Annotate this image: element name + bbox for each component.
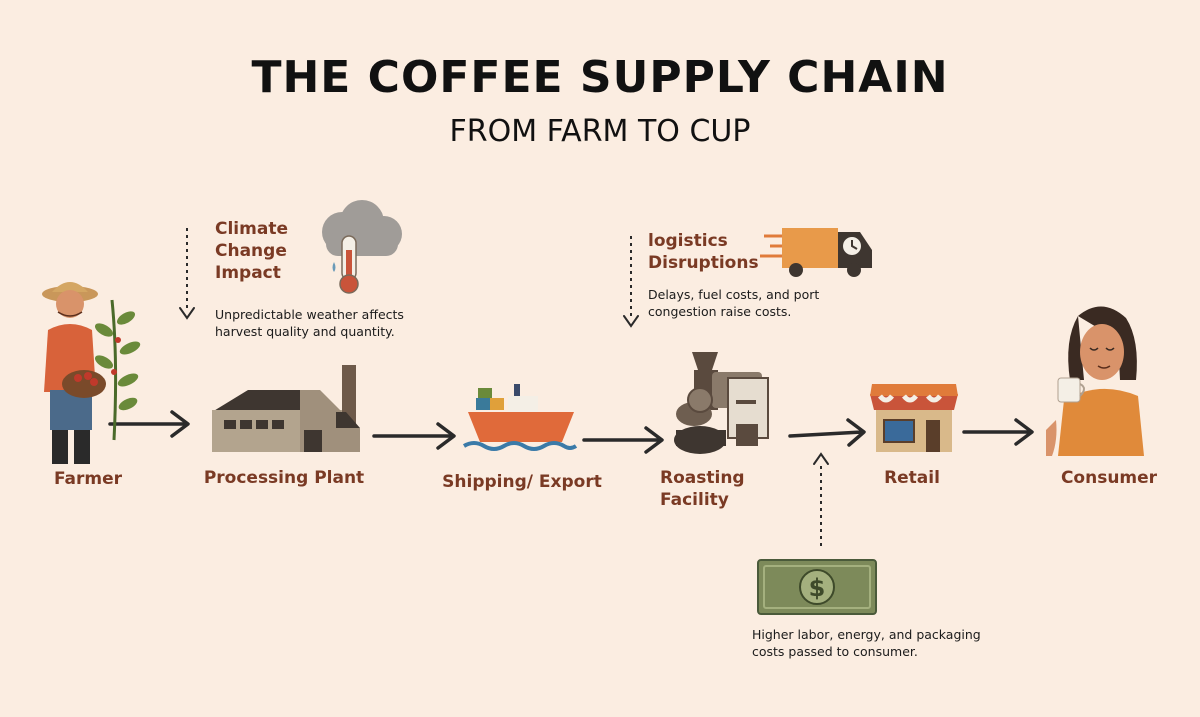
flow-arrow (788, 418, 866, 447)
stage-label-roasting-facility: Roasting Facility (660, 468, 745, 510)
dotted-arrow-logistics (623, 236, 639, 328)
flow-arrow (372, 422, 456, 450)
flow-arrow (108, 410, 190, 438)
thermometer-cloud-icon (322, 200, 402, 294)
callout-climate-title: Climate Change Impact (215, 219, 288, 283)
factory-icon (212, 365, 360, 452)
store-icon (870, 384, 958, 452)
page-title: THE COFFEE SUPPLY CHAIN (251, 52, 949, 103)
callout-logistics-title: logistics Disruptions (648, 231, 759, 273)
flow-arrow (582, 426, 664, 454)
dotted-arrow-climate (179, 228, 195, 320)
callout-logistics-text: Delays, fuel costs, and port congestion … (648, 287, 820, 319)
callout-costs-text: Higher labor, energy, and packaging cost… (752, 627, 981, 659)
flow-arrow (962, 418, 1034, 446)
stage-label-shipping-export: Shipping/ Export (442, 472, 602, 492)
stage-label-farmer: Farmer (53, 469, 123, 489)
stage-label-consumer: Consumer (1060, 468, 1158, 488)
stage-label-retail: Retail (884, 468, 940, 488)
roaster-icon (674, 352, 769, 454)
delivery-truck-icon (760, 228, 872, 277)
dotted-arrow-costs (813, 452, 829, 546)
dollar-bill-icon: $ (757, 559, 877, 615)
stage-label-processing-plant: Processing Plant (203, 468, 365, 488)
consumer-icon (1046, 306, 1144, 456)
farmer-icon (42, 282, 141, 464)
svg-text:$: $ (809, 574, 826, 602)
callout-climate-text: Unpredictable weather affects harvest qu… (215, 307, 404, 339)
page-subtitle: FROM FARM TO CUP (449, 114, 751, 149)
ship-icon (462, 384, 578, 451)
